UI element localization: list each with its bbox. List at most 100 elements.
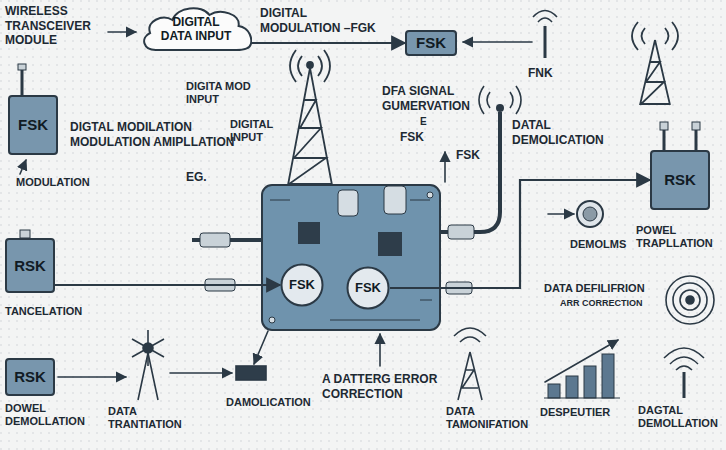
signal-rings [666, 276, 714, 324]
transceiver-box: FSK [8, 95, 58, 155]
capacitor [338, 190, 358, 216]
node-text: DIGITAL DATA INPUT [156, 15, 236, 44]
chip-circle: FSK [280, 263, 324, 307]
ring [680, 290, 700, 310]
radio-waves [479, 86, 521, 114]
tower-tip [307, 62, 313, 68]
transceiver-box: RSK [5, 358, 55, 396]
radio-waves [632, 22, 678, 50]
connector [55, 284, 280, 286]
speaker [577, 201, 603, 227]
small-antenna [664, 348, 704, 398]
antenna-rod [544, 26, 547, 58]
label-text: DOWEL DEMOLLATION [5, 402, 95, 429]
node-text: FSK [18, 116, 48, 134]
arrow [58, 376, 126, 378]
knob [20, 230, 30, 238]
tower [454, 328, 486, 400]
arrows [20, 32, 618, 382]
label-text: DATA TAMONIFATION [446, 405, 534, 432]
node-text: RSK [14, 368, 46, 386]
label-text: DAGTAL DEMOLLATION [638, 404, 722, 431]
transceiver-box: RSK [650, 150, 710, 210]
tower [632, 22, 678, 105]
network-tower [132, 330, 266, 400]
node-text: RSK [664, 171, 696, 189]
arrow [463, 41, 532, 43]
tower-legs [138, 353, 158, 400]
label-text: DEMOLMS [570, 238, 626, 251]
label-text: DESPEUTIER [540, 406, 610, 419]
board-traces [270, 200, 432, 320]
tower-lattice [288, 68, 332, 185]
baseline [544, 398, 620, 399]
ring [666, 276, 714, 324]
node-text: FSK [355, 280, 381, 296]
connector [448, 225, 474, 239]
tower-lattice [458, 352, 482, 400]
label-text: POWEL TRAPLLATION [636, 224, 722, 251]
label-text: EG. [186, 170, 207, 185]
arrow [548, 213, 574, 215]
radio-waves [290, 50, 330, 82]
label-text: A DATTERG ERROR CORRECTION [322, 372, 454, 401]
modulation-box: FSK [405, 30, 457, 56]
node-text: FSK [416, 34, 446, 52]
tower-lattice [640, 40, 670, 105]
label-text: TANCELATION [5, 305, 82, 318]
spokes [132, 330, 164, 366]
cloud-box: DIGITAL DATA INPUT [140, 4, 252, 54]
antenna-rod [683, 372, 686, 398]
label-text: FSK [400, 130, 424, 145]
antenna-rod [21, 70, 24, 95]
arrow [170, 372, 232, 374]
connector [660, 122, 668, 130]
capacitor [384, 186, 406, 214]
antenna-tip [496, 104, 504, 112]
chip-shape [348, 268, 389, 309]
screw [269, 317, 275, 323]
bar [602, 354, 614, 398]
node-text: RSK [14, 257, 46, 275]
arrow [444, 152, 446, 182]
label-text: DATA TRANTIATION [108, 405, 192, 432]
circuit-board [262, 185, 440, 330]
connector [252, 42, 405, 44]
chip-circle: FSK [346, 266, 390, 310]
antenna-cable [440, 112, 500, 232]
hub [143, 343, 153, 353]
edge-label: DIGITAL MODULATION –FGK [258, 6, 387, 35]
bar [584, 366, 596, 398]
board [262, 185, 440, 330]
arrow [379, 334, 381, 366]
label-text: DIGTAL MODILATION MODULATION AMIPLLATION [70, 120, 245, 149]
label-text: DFA SIGNAL GUMERVATION [382, 84, 492, 113]
small-chip [236, 366, 266, 380]
transceiver-box: RSK [5, 238, 55, 293]
ring [686, 296, 694, 304]
radio-waves [533, 11, 557, 23]
label-text: DIGITA MOD INPUT [186, 80, 258, 107]
label-text: DIGITAL INPUT [230, 118, 286, 145]
chip-shape [282, 265, 323, 306]
bar [548, 384, 560, 398]
cloud-shape [144, 8, 251, 50]
arrow [254, 331, 268, 364]
tower [288, 50, 332, 185]
module-fittings [18, 64, 700, 238]
cable [695, 128, 698, 150]
ring [673, 283, 707, 317]
label-text: FNK [528, 66, 553, 81]
label-text: WIRELESS TRANSCEIVER MODULE [5, 4, 105, 48]
small-antenna [533, 11, 557, 59]
label-text: MODULATION [16, 176, 90, 189]
arrow [108, 31, 136, 33]
label-text: E [420, 116, 427, 128]
antenna-cap [18, 64, 26, 70]
cable [663, 128, 666, 150]
radio-waves [664, 348, 704, 370]
ic-chip [298, 222, 320, 244]
screw [427, 192, 433, 198]
